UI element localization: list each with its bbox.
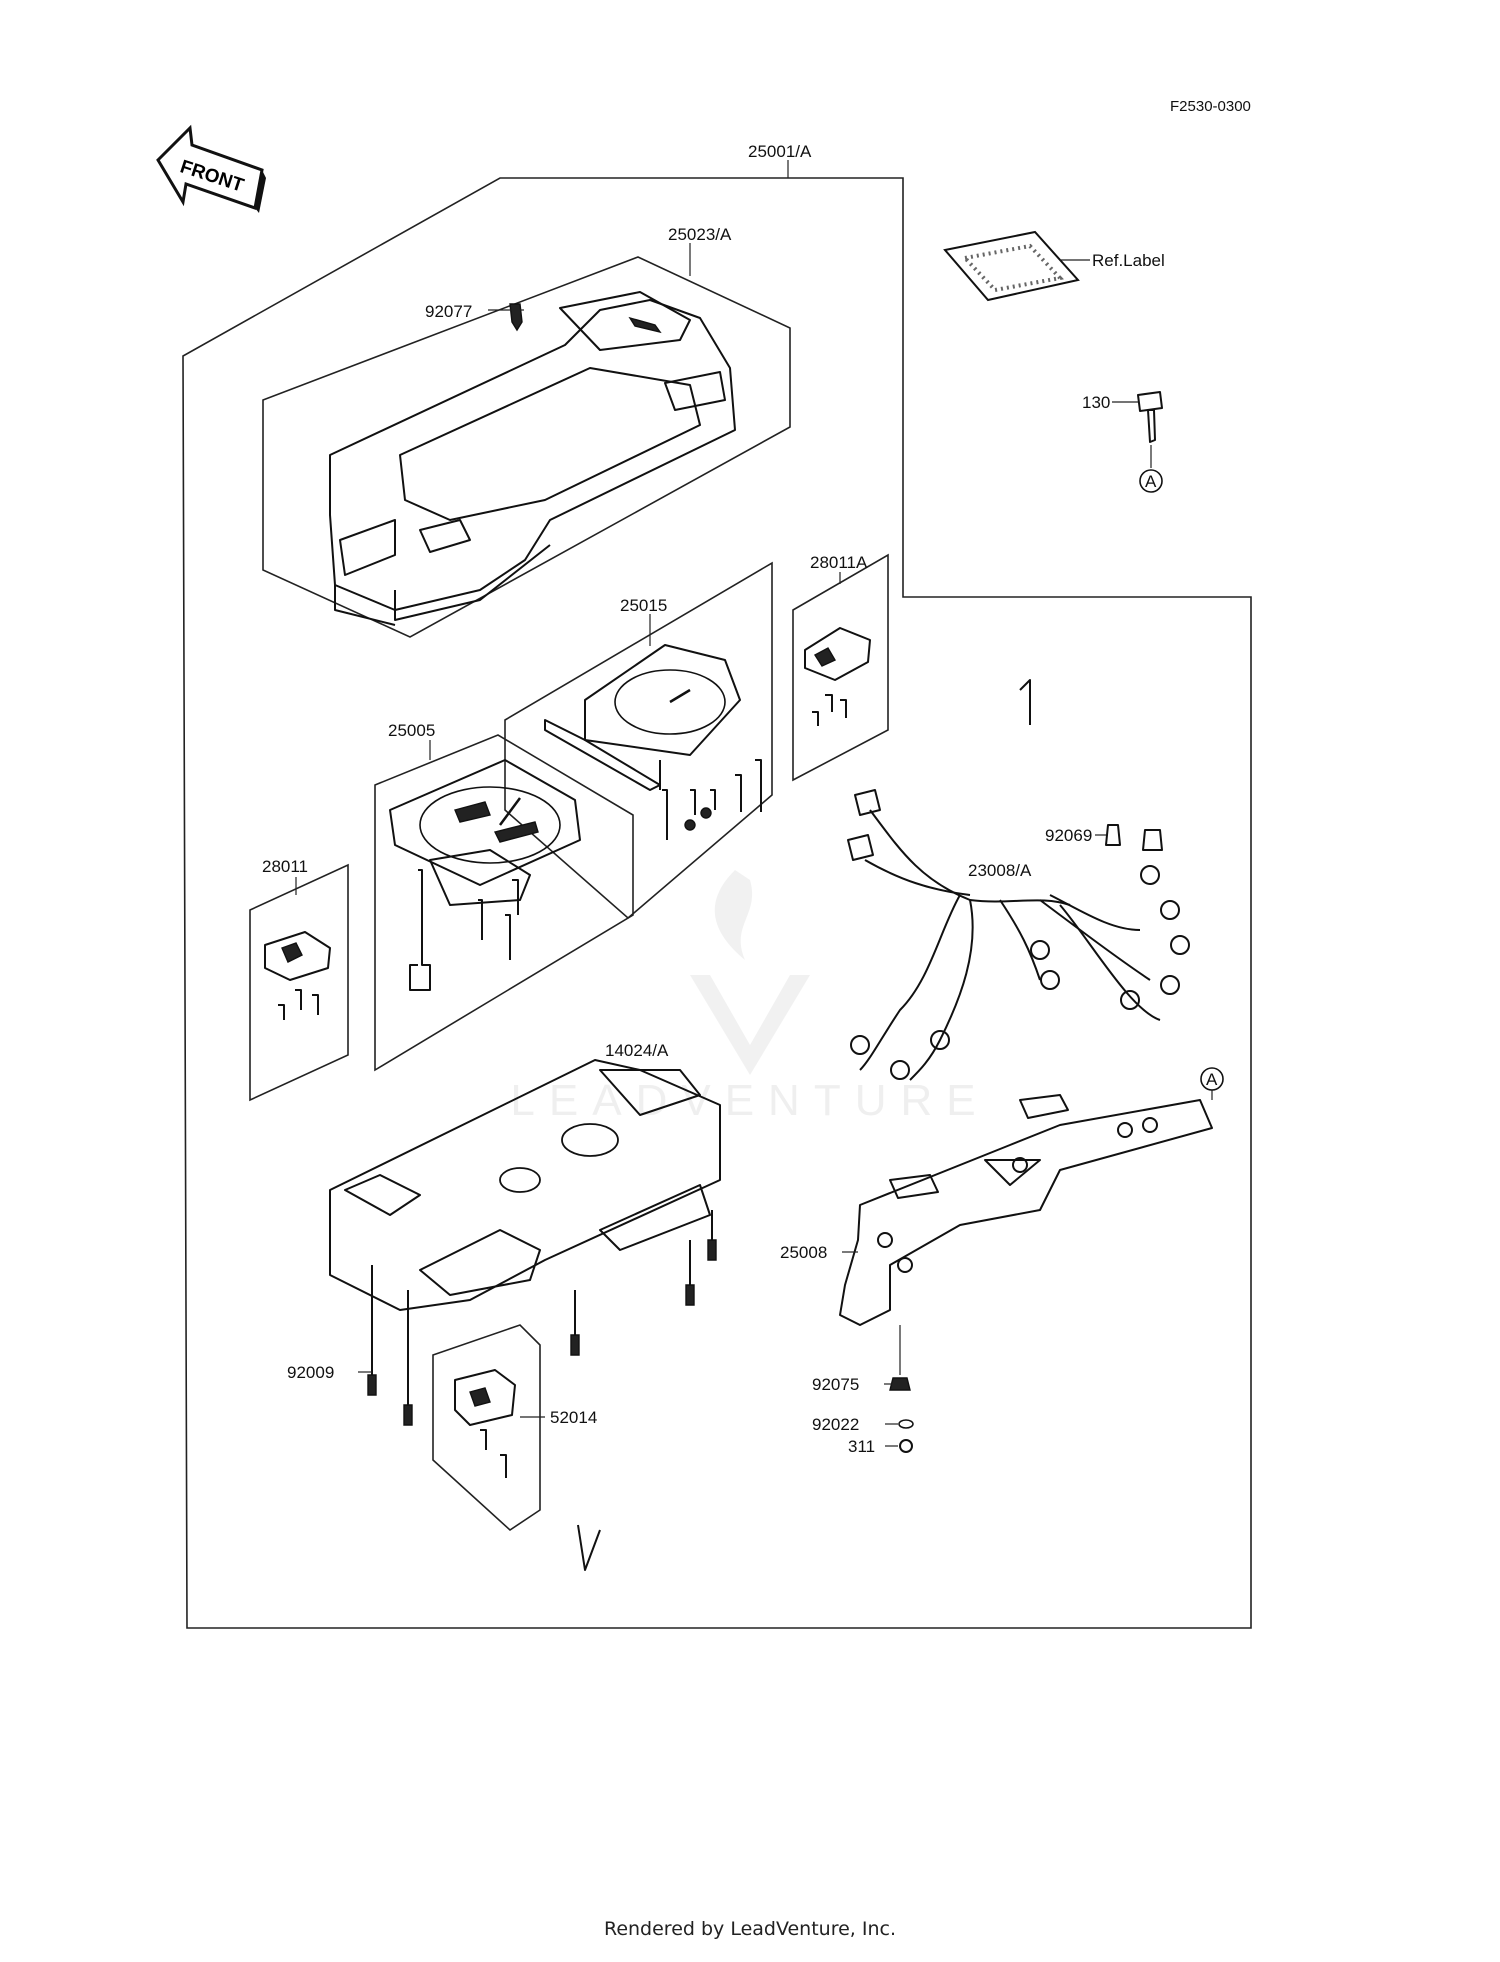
subframe-28011a [792, 553, 889, 782]
label-92075: 92075 [812, 1375, 859, 1394]
label-ref-a-bracket: A [1206, 1070, 1218, 1089]
label-92009: 92009 [287, 1363, 334, 1382]
label-25023: 25023/A [668, 225, 732, 244]
subframe-25005 [374, 734, 634, 1072]
lamp-socket-28011a-icon [804, 627, 871, 726]
ref-label-sheet-icon [943, 230, 1090, 302]
assembly-frame-25001 [182, 177, 1252, 1629]
speedometer-25005-icon [389, 759, 581, 991]
screw-92077-icon [508, 303, 524, 332]
sensor-52014-icon [454, 1369, 516, 1478]
label-92077: 92077 [425, 302, 472, 321]
label-28011: 28011 [262, 857, 308, 876]
subframe-52014 [432, 1324, 541, 1532]
label-52014: 52014 [550, 1408, 597, 1427]
nut-washer-stack-icon [884, 1325, 914, 1453]
label-ref-a-top: A [1145, 472, 1157, 491]
tick-mark-upper [1019, 679, 1031, 725]
bolt-130-icon [1112, 391, 1163, 493]
label-25008: 25008 [780, 1243, 827, 1262]
diagram-reference-code: F2530-0300 [1170, 98, 1251, 115]
wiring-harness-23008-icon [847, 789, 1190, 1081]
bracket-25008-icon [839, 1067, 1224, 1326]
label-ref-label: Ref.Label [1092, 251, 1165, 270]
subframe-28011 [249, 863, 349, 1102]
label-14024: 14024/A [605, 1041, 669, 1060]
label-25005: 25005 [388, 721, 435, 740]
subframe-25023 [262, 256, 791, 638]
label-25001: 25001/A [748, 142, 812, 161]
front-arrow-icon: FRONT [156, 124, 266, 213]
tachometer-25015-icon [544, 644, 762, 840]
bulb-92069-icon [1095, 824, 1121, 846]
lamp-socket-28011-icon [264, 931, 331, 1020]
watermark-text: LEADVENTURE [510, 1076, 989, 1125]
label-23008: 23008/A [968, 861, 1032, 880]
subframe-25015 [504, 561, 773, 920]
label-311: 311 [848, 1437, 875, 1456]
label-92022: 92022 [812, 1415, 859, 1434]
label-28011a: 28011A [810, 553, 868, 572]
label-25015: 25015 [620, 596, 667, 615]
tick-mark-lower [577, 1524, 601, 1571]
render-credit: Rendered by LeadVenture, Inc. [603, 1918, 897, 1940]
label-130: 130 [1082, 393, 1110, 412]
meter-case-14024-icon [329, 1059, 721, 1426]
watermark-logo: LEADVENTURE [510, 870, 989, 1125]
label-92069: 92069 [1045, 826, 1092, 845]
meter-cover-part [329, 291, 736, 626]
